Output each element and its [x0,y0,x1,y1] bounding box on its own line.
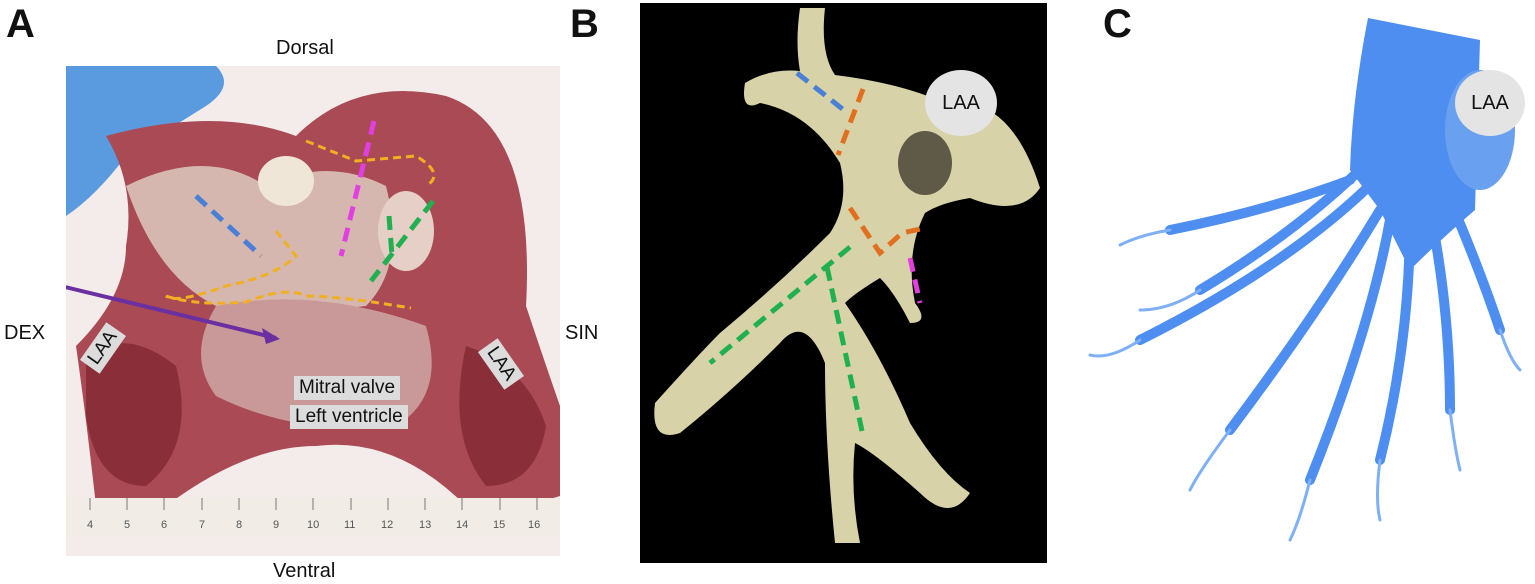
orientation-dex: DEX [4,322,46,344]
cast-branches [1135,155,1505,485]
blue-dashed-line [795,71,847,113]
ruler-number: 7 [199,519,206,531]
ruler-number: 11 [344,519,356,531]
ruler-number: 14 [456,519,469,531]
ruler-number: 12 [381,519,394,531]
ruler-number: 5 [124,519,131,531]
purple-arrow [35,278,277,340]
orientation-dorsal: Dorsal [276,37,334,59]
ruler-number: 16 [528,519,541,531]
orientation-sin: SIN [565,322,599,344]
panel-b-letter: B [570,2,599,46]
blue-dashed-line [194,194,263,258]
laa-opening [898,131,952,195]
ruler-number: 10 [307,519,320,531]
panel-c-letter: C [1103,2,1132,46]
left-ventricle-label: Left ventricle [290,405,408,429]
mitral-valve-label: Mitral valve [294,376,401,400]
laa-label-c: LAA [1455,70,1525,136]
heart-dissection-photo: LAA LAA Mitral valve Left ventricle [35,66,560,556]
ruler-number: 9 [273,519,280,531]
heart-dissection-illustration [35,66,560,556]
orange-dashed-line [835,88,866,156]
magenta-dashed-line [338,120,377,257]
yellow-outline [165,139,436,310]
ruler-number: 13 [419,519,432,531]
airway-cast: LAA [1080,10,1530,550]
beige-model-illustration [654,8,1040,543]
ruler-number: 8 [236,519,243,531]
ruler-number: 6 [161,519,168,531]
panel-a-letter: A [6,2,35,46]
ruler-number: 4 [87,519,94,531]
laa-label-b: LAA [925,70,997,136]
ruler-number: 15 [493,519,506,531]
green-dashed-line [369,199,435,283]
blue-cast-illustration [1088,18,1522,542]
airway-3d-model: LAA [640,3,1047,563]
green-dashed-line [708,245,852,365]
magenta-dashed-line [907,257,923,304]
orientation-ventral: Ventral [273,560,336,582]
